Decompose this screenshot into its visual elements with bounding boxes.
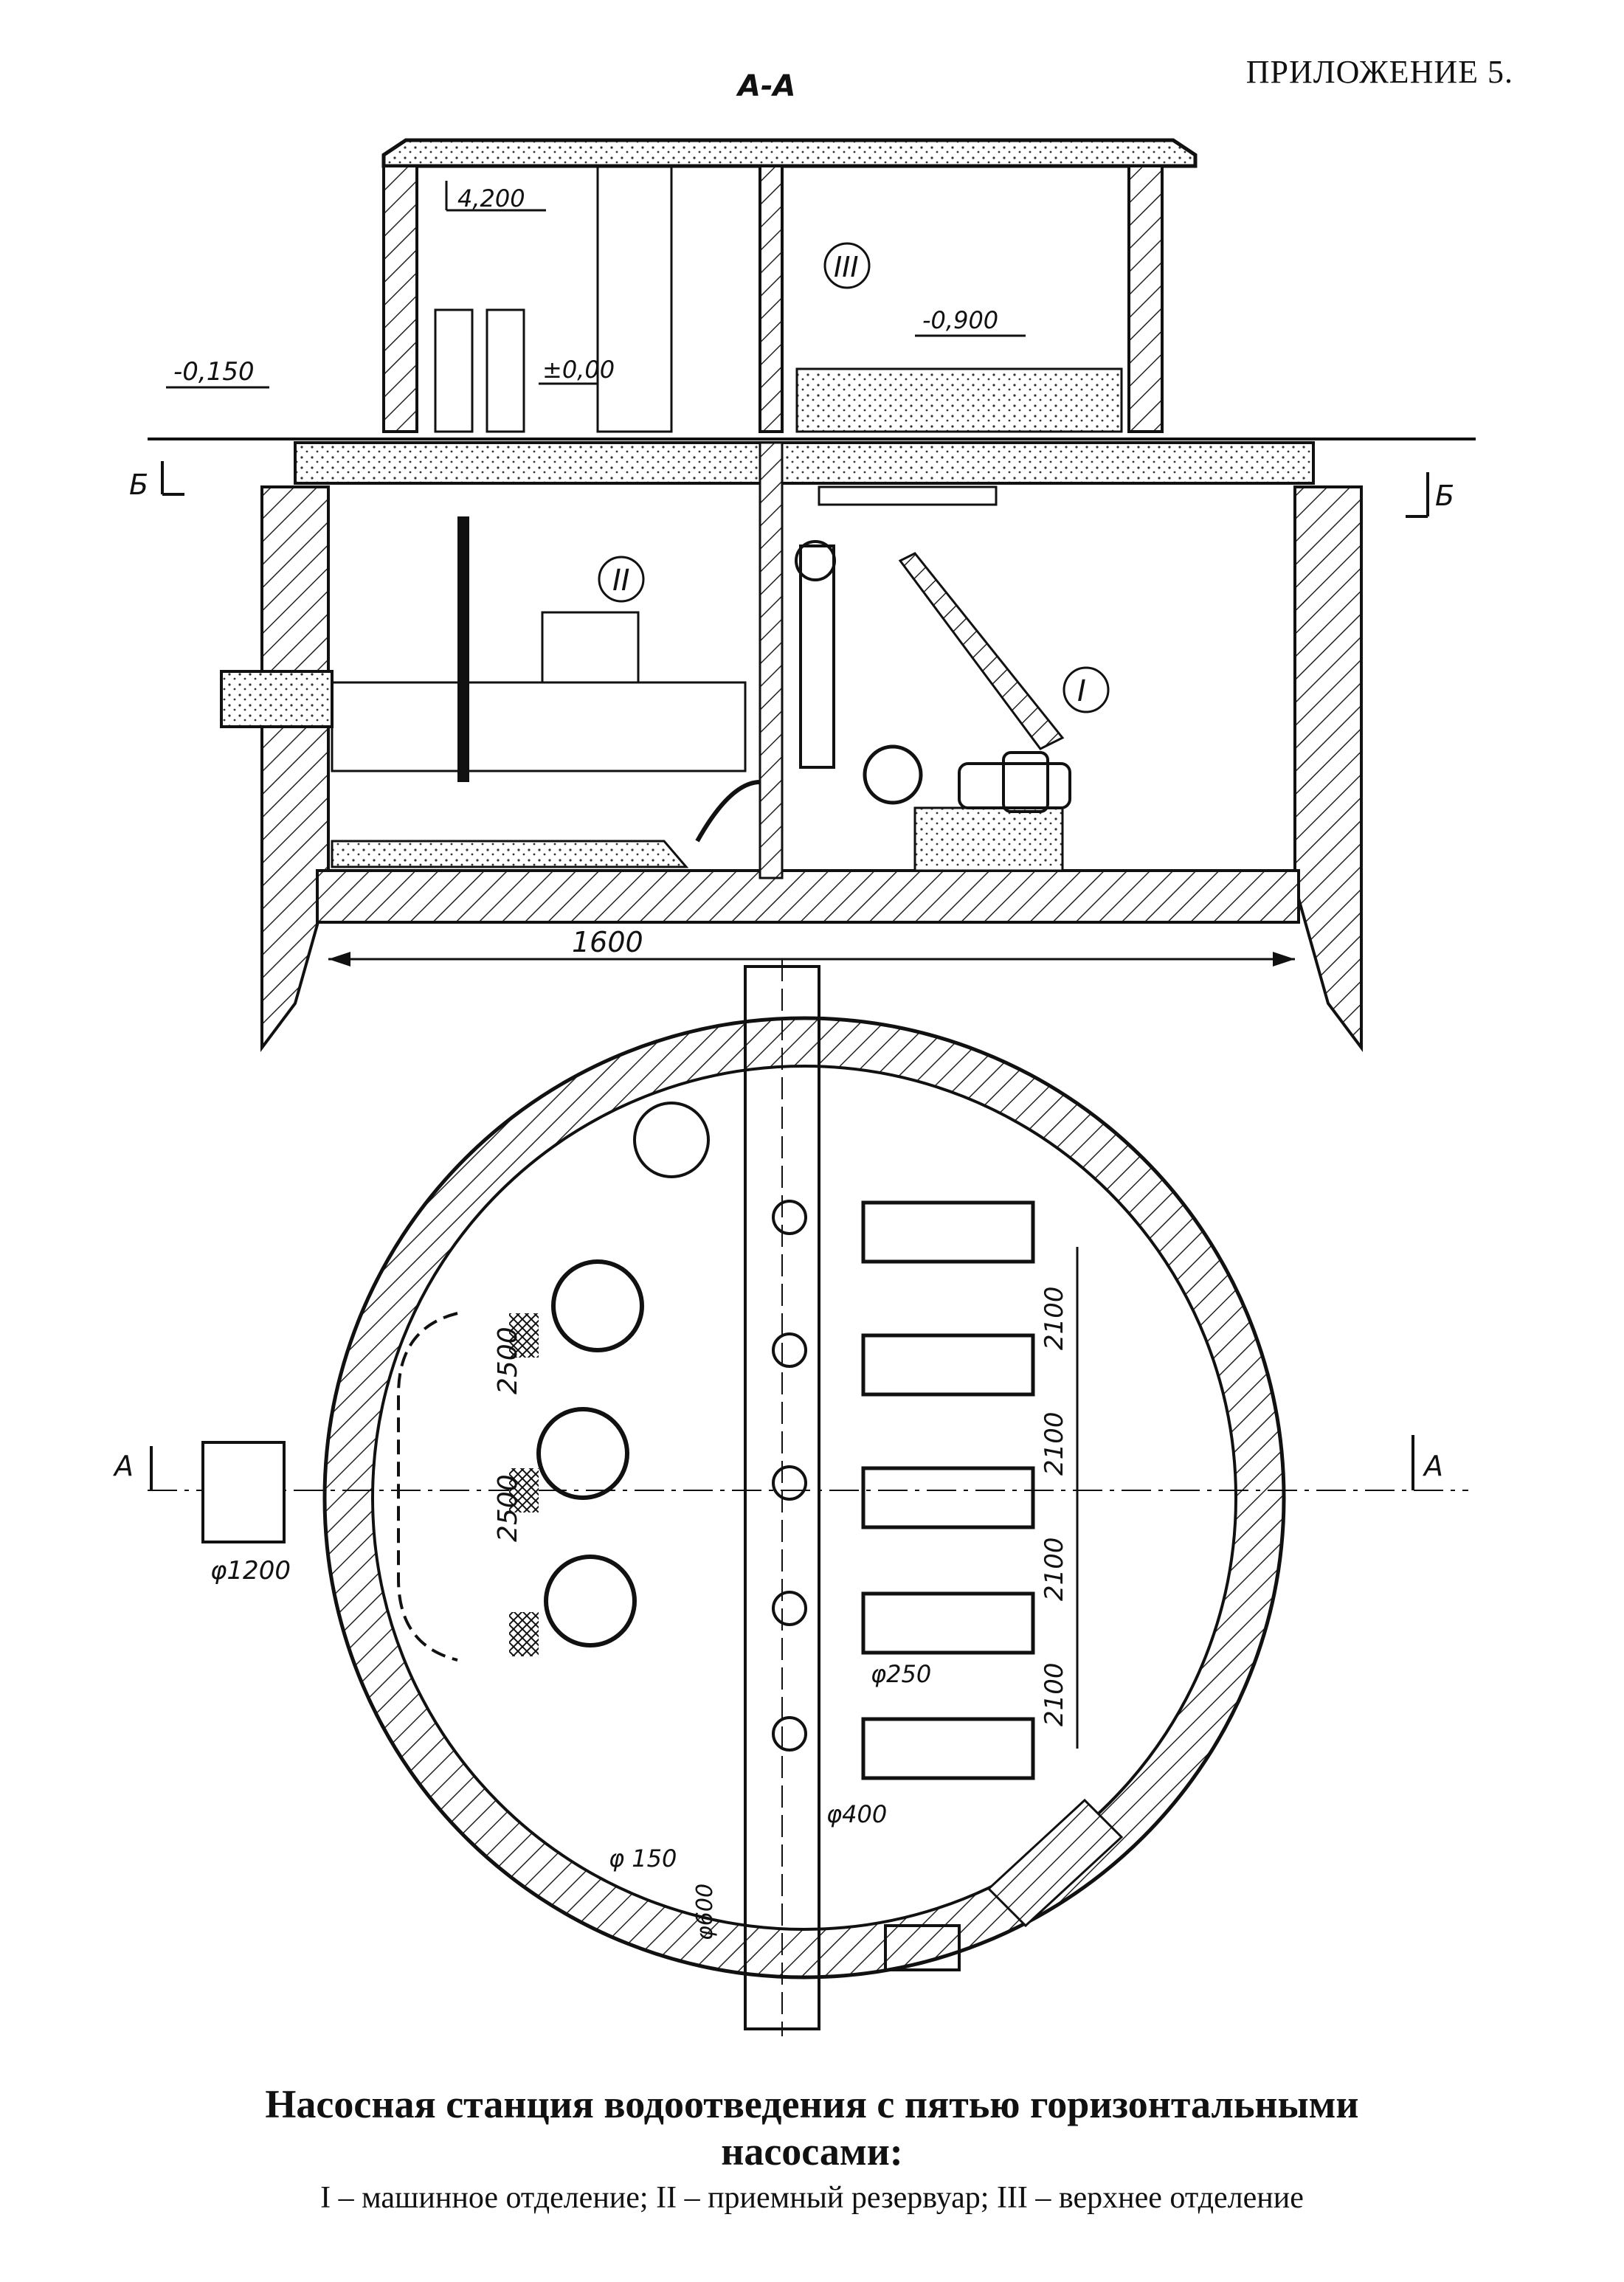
- section-a-a: А-А 4,200 ±0,00 -0,150 -0,900: [129, 69, 1476, 1052]
- pipe-600-label: φ600: [692, 1884, 718, 1940]
- pump-spacing-3: 2100: [1040, 1537, 1069, 1601]
- caption-legend: I – машинное отделение; II – приемный ре…: [320, 2181, 1304, 2215]
- upper-equipment: [795, 367, 1123, 433]
- svg-text:А: А: [112, 1450, 134, 1482]
- pump-unit: [861, 1591, 1035, 1655]
- section-mark-b-left: Б: [129, 461, 184, 501]
- roof: [381, 138, 1198, 168]
- screen-frame: [541, 611, 640, 684]
- motor: [958, 762, 1071, 809]
- pump-spacing-2: 2100: [1040, 1411, 1069, 1476]
- pump-unit: [861, 1333, 1035, 1397]
- discharge-riser: [799, 544, 835, 769]
- panel: [434, 308, 474, 433]
- plan-view: А А φ1200 2500 2500: [112, 959, 1468, 2036]
- upper-partition: [759, 165, 784, 433]
- inlet-pipe-section: [220, 670, 334, 728]
- exit-stair: [987, 1798, 1124, 1928]
- pump-spacing-4: 2100: [1040, 1662, 1069, 1726]
- tank-spacing-1: 2500: [493, 1327, 523, 1394]
- pump-unit: [861, 1717, 1035, 1780]
- plan-tank: [633, 1102, 710, 1178]
- section-mark-a-left: А: [112, 1446, 153, 1490]
- door-opening: [596, 165, 673, 433]
- upper-wall-right: [1127, 165, 1164, 433]
- tank-bottom-slope: [331, 840, 689, 868]
- svg-text:Б: Б: [1435, 480, 1454, 512]
- shaft-wall-left: [260, 485, 330, 1052]
- caption-title-line1: Насосная станция водоотведения с пятью г…: [265, 2082, 1359, 2126]
- pump-station-drawing: А-А 4,200 ±0,00 -0,150 -0,900: [112, 69, 1476, 2036]
- section-mark-b-right: Б: [1406, 472, 1454, 518]
- shaft-partition: [759, 441, 784, 879]
- pump-volute: [863, 744, 923, 805]
- room-number-ii: II: [612, 564, 630, 598]
- section-mark-a-right: А: [1412, 1435, 1443, 1490]
- crane-beam: [818, 485, 998, 506]
- pipe-400-label: φ400: [826, 1800, 887, 1828]
- pipe-150-label: φ 150: [609, 1844, 677, 1873]
- stair: [898, 552, 1065, 750]
- tank-spacing-2: 2500: [493, 1474, 523, 1542]
- plan-box: [884, 1924, 961, 1971]
- pump-unit: [861, 1200, 1035, 1264]
- elevation-outside: -0,150: [173, 357, 255, 387]
- shaft-floor: [316, 869, 1300, 924]
- elevation-top: 4,200: [457, 184, 525, 212]
- pump-spacing-1: 2100: [1040, 1286, 1069, 1350]
- upper-wall-left: [382, 165, 418, 433]
- elevation-ground: ±0,00: [542, 356, 615, 384]
- room-number-i: I: [1077, 674, 1086, 708]
- suction-bend: [695, 780, 761, 843]
- elevation-upper-floor: -0,900: [922, 306, 998, 334]
- caption-title-line2: насосами:: [721, 2129, 903, 2174]
- pump-foundation: [913, 806, 1064, 872]
- pump-units: [772, 1200, 1035, 1780]
- dimension-width: 1600: [572, 926, 643, 958]
- room-number-iii: III: [834, 251, 859, 283]
- shaft-wall-right: [1293, 485, 1363, 1052]
- panel: [486, 308, 525, 433]
- inlet-pipe: [201, 1441, 286, 1543]
- svg-text:Б: Б: [129, 468, 148, 501]
- section-title: А-А: [736, 69, 796, 103]
- ground-slab: [294, 441, 1315, 485]
- inlet-pipe-diameter: φ1200: [210, 1556, 291, 1586]
- pump-unit: [861, 1466, 1035, 1529]
- elevation-marks: 4,200 ±0,00 -0,150 -0,900: [166, 181, 1026, 389]
- appendix-label: ПРИЛОЖЕНИЕ 5.: [1245, 54, 1513, 90]
- receiving-tank-volutes: [397, 1259, 644, 1662]
- pipe-250-label: φ250: [871, 1660, 931, 1688]
- screen-chamber: [331, 681, 747, 772]
- gate-rod: [457, 516, 469, 782]
- svg-text:А: А: [1422, 1450, 1443, 1482]
- caption-title: Насосная станция водоотведения с пятью г…: [0, 2081, 1624, 2175]
